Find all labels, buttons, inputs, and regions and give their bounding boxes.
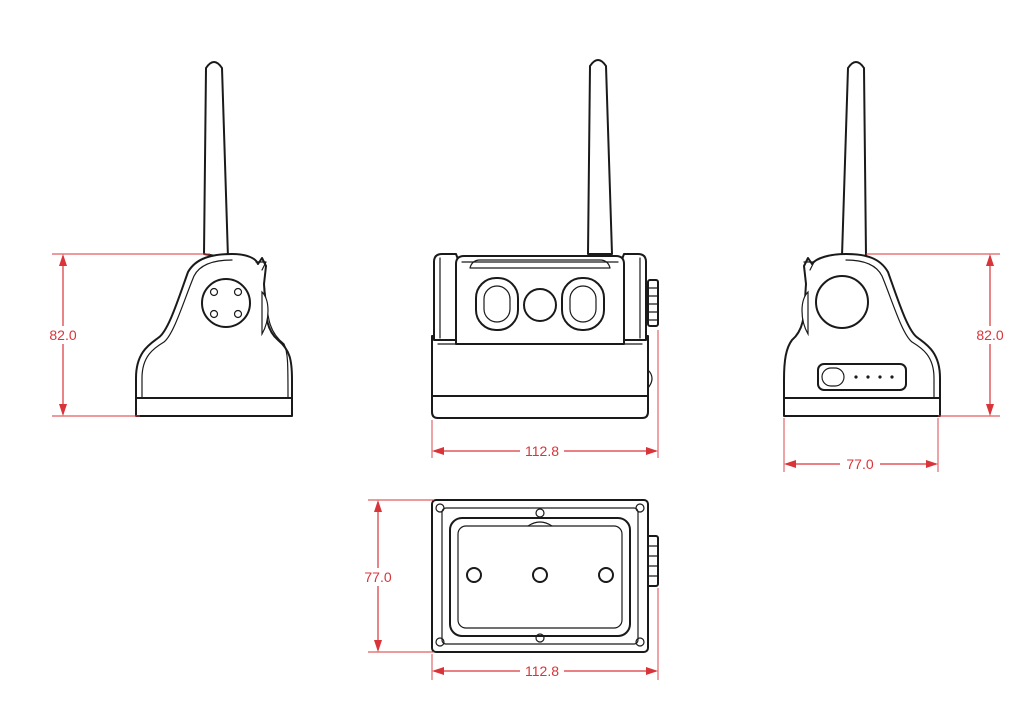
- front-width-dimension: 112.8: [431, 330, 659, 460]
- front-width-label: 112.8: [525, 443, 559, 459]
- bottom-view: [431, 499, 659, 653]
- front-base: [431, 335, 649, 419]
- bottom-height-dimension: 77.0: [360, 499, 434, 653]
- right-height-dimension: 82.0: [866, 253, 1012, 417]
- front-lens: [523, 288, 557, 322]
- right-pivot: [815, 275, 869, 329]
- left-antenna: [203, 61, 229, 259]
- bottom-hole-left: [466, 567, 482, 583]
- front-connector: [647, 279, 659, 327]
- left-body: [135, 253, 293, 417]
- left-side-view: [135, 61, 293, 417]
- front-antenna: [587, 59, 613, 255]
- left-pivot-plate: [201, 278, 251, 328]
- bottom-hole-center: [532, 567, 548, 583]
- left-side-knob: [261, 290, 269, 337]
- right-height-label: 82.0: [976, 327, 1003, 343]
- bottom-height-label: 77.0: [364, 569, 391, 585]
- right-side-knob: [801, 290, 809, 337]
- bottom-hole-right: [598, 567, 614, 583]
- right-body: [783, 253, 941, 417]
- bottom-width-label: 112.8: [525, 663, 559, 679]
- bottom-width-dimension: 112.8: [431, 588, 659, 680]
- right-width-label: 77.0: [846, 456, 873, 472]
- right-side-view: [783, 61, 941, 417]
- right-width-dimension: 77.0: [783, 418, 939, 473]
- left-height-dimension: 82.0: [44, 253, 210, 417]
- left-height-label: 82.0: [49, 327, 76, 343]
- right-switch-panel: [817, 363, 907, 391]
- front-view: [431, 59, 659, 419]
- right-antenna: [841, 61, 867, 257]
